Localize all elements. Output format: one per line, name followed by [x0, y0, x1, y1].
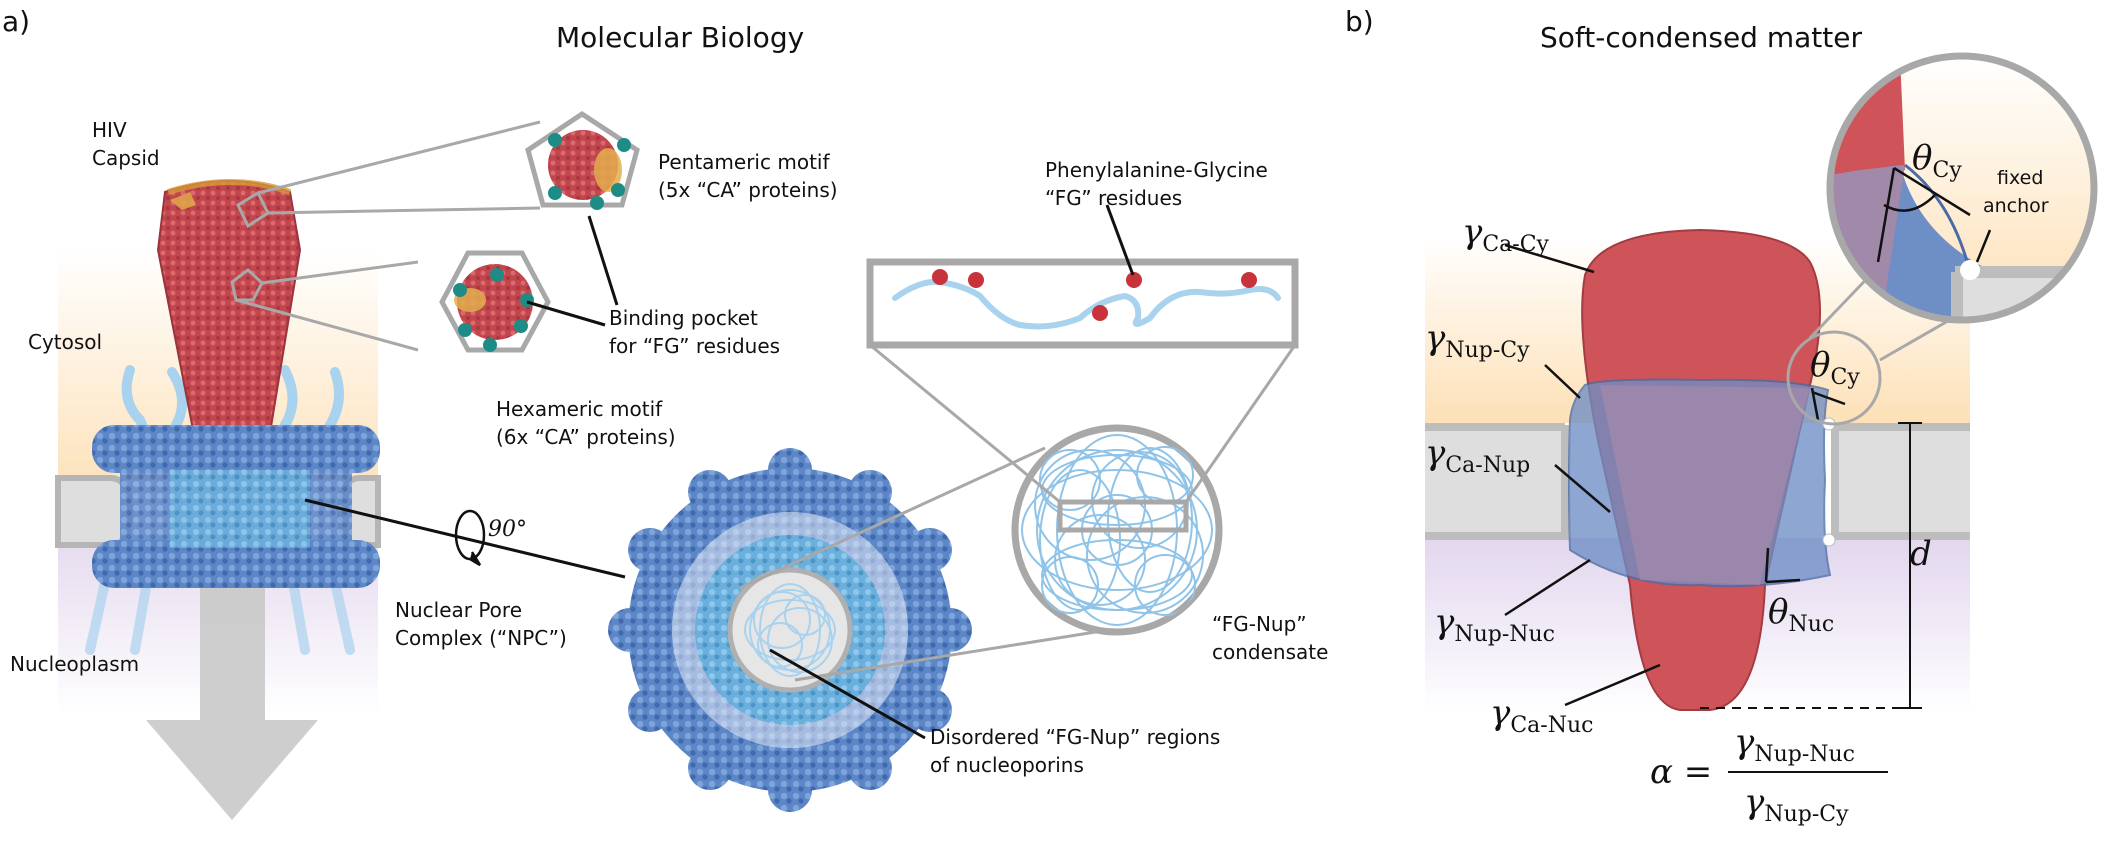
hexameric-label-line1: Hexameric motif: [496, 397, 663, 421]
panel-b-title: Soft-condensed matter: [1540, 21, 1862, 54]
gamma-ca-nuc-label: γCa-Nuc: [1490, 693, 1594, 738]
disordered-label-line1: Disordered “FG-Nup” regions: [930, 725, 1221, 749]
hiv-capsid-label-line1: HIV: [92, 118, 127, 142]
fixed-anchor-label-line1: fixed: [1997, 167, 2044, 189]
pentameric-label-line2: (5x “CA” proteins): [658, 178, 838, 202]
theta-nuc-label: θNuc: [1768, 592, 1835, 637]
d-label: d: [1910, 534, 1932, 574]
transport-arrow: [146, 560, 318, 820]
pentameric-motif: [525, 111, 640, 210]
panel-a-title: Molecular Biology: [556, 21, 805, 54]
binding-pocket-label-line1: Binding pocket: [609, 306, 758, 330]
binding-pocket-pointers: [526, 215, 619, 327]
height-dimension: [1700, 422, 1922, 709]
fg-residue-pointer: [1105, 204, 1135, 276]
zoom-region-circle: [1786, 330, 1882, 426]
alpha-symbol: α =: [1650, 752, 1713, 792]
npc-label-line2: Complex (“NPC”): [395, 626, 567, 650]
nucleoplasm-label: Nucleoplasm: [10, 652, 140, 676]
npc-label-line1: Nuclear Pore: [395, 598, 523, 622]
npc-side-view: [92, 425, 380, 588]
fg-nup-condensate: [1011, 424, 1223, 636]
disordered-pointer: [769, 648, 926, 740]
cytosol-label: Cytosol: [28, 330, 103, 354]
theta-cy-label: θCy: [1810, 345, 1860, 390]
hexameric-motif: [439, 250, 551, 353]
zoom-inset: [1826, 52, 2098, 324]
pentameric-label-line1: Pentameric motif: [658, 150, 830, 174]
contact-angle-arrows: [1764, 387, 1846, 584]
fg-residues-label-line2: “FG” residues: [1045, 186, 1183, 210]
gamma-pointers: [1504, 243, 1661, 707]
condensate-label-line2: condensate: [1212, 640, 1329, 664]
fg-strand-box: [866, 258, 1299, 349]
binding-pocket-label-line2: for “FG” residues: [609, 334, 781, 358]
panel-b-letter: b): [1345, 5, 1374, 38]
fixed-anchor-bottom: [1822, 533, 1836, 547]
motif-zoom-lines: [230, 120, 541, 352]
gamma-nup-nuc-label: γNup-Nuc: [1434, 602, 1556, 647]
theta-cy-inset-label: θCy: [1912, 138, 1962, 183]
fg-zoom-lines: [869, 343, 1297, 504]
alpha-numerator: γNup-Nuc: [1734, 722, 1856, 767]
gamma-ca-cy-label: γCa-Cy: [1462, 212, 1549, 257]
disordered-label-line2: of nucleoporins: [930, 753, 1084, 777]
condensate-label-line1: “FG-Nup”: [1212, 612, 1307, 636]
npc-top-view: [608, 448, 972, 812]
alpha-denominator: γNup-Cy: [1744, 782, 1849, 827]
hiv-capsid-label-line2: Capsid: [92, 146, 160, 170]
npc-rotation-pointer: [304, 498, 626, 579]
fg-residues-label-line1: Phenylalanine-Glycine: [1045, 158, 1268, 182]
gamma-ca-nup-label: γCa-Nup: [1425, 433, 1531, 478]
rotation-label: 90°: [488, 517, 527, 542]
condensate-zoom-lines: [739, 446, 1109, 682]
hexameric-label-line2: (6x “CA” proteins): [496, 425, 676, 449]
gamma-nup-cy-label: γNup-Cy: [1425, 318, 1530, 363]
fixed-anchor-label-line2: anchor: [1983, 195, 2049, 217]
panel-a-letter: a): [2, 5, 31, 38]
